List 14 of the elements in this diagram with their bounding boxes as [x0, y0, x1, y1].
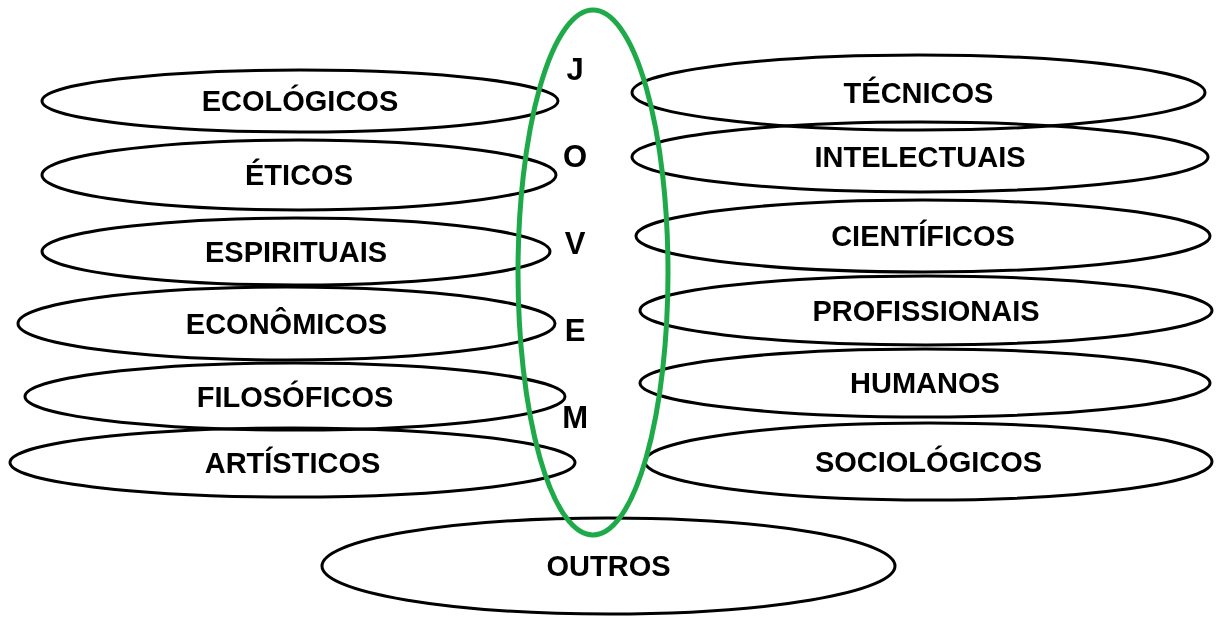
oval-label: FILOSÓFICOS [196, 380, 394, 413]
oval-label: ARTÍSTICOS [204, 446, 381, 479]
oval-label: OUTROS [546, 549, 671, 583]
oval-label: INTELECTUAIS [814, 140, 1026, 174]
oval-label: SOCIOLÓGICOS [814, 445, 1043, 478]
oval-label: TÉCNICOS [843, 76, 994, 109]
oval-label: ECOLÓGICOS [201, 84, 399, 118]
oval-label: ECONÔMICOS [185, 307, 388, 340]
oval-label: HUMANOS [850, 366, 1000, 400]
oval-label: ESPIRITUAIS [204, 235, 388, 268]
oval-label: ÉTICOS [245, 158, 353, 192]
oval-label: PROFISSIONAIS [812, 294, 1040, 327]
oval-label: CIENTÍFICOS [831, 219, 1015, 253]
vertical-word: J O V E M [561, 51, 589, 437]
